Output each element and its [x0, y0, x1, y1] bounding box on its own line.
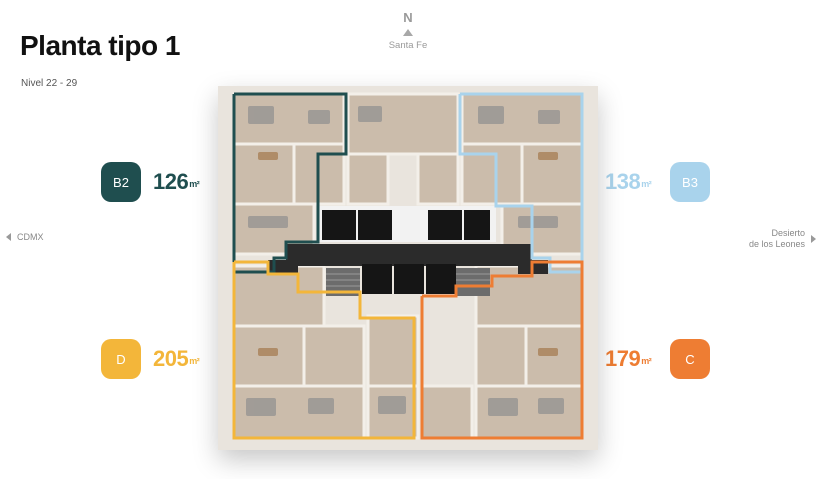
unit-d-badge[interactable]: D: [101, 339, 141, 379]
floor-plan-drawing: [218, 86, 598, 450]
floor-plan: [218, 86, 598, 450]
unit-b3-area: 138m²: [605, 169, 652, 194]
west-orientation: CDMX: [6, 232, 44, 242]
arrow-left-icon: [6, 233, 11, 241]
east-direction-label: Desierto de los Leones: [748, 228, 805, 250]
level-range: Nivel 22 - 29: [21, 78, 78, 89]
unit-b3-badge[interactable]: B3: [670, 162, 710, 202]
compass: N Santa Fe: [378, 10, 438, 51]
unit-d-outline: [232, 260, 416, 440]
arrow-right-icon: [811, 235, 816, 244]
unit-b2-outline: [232, 92, 348, 274]
unit-b3-outline: [458, 92, 584, 274]
north-direction-label: Santa Fe: [388, 40, 428, 51]
unit-d-area: 205m²: [153, 346, 200, 371]
unit-b2-area: 126m²: [153, 169, 200, 194]
unit-b2-badge[interactable]: B2: [101, 162, 141, 202]
east-orientation: Desierto de los Leones: [749, 228, 816, 251]
north-arrow-icon: [403, 29, 413, 36]
unit-c-area: 179m²: [605, 346, 652, 371]
page-title: Planta tipo 1: [20, 30, 180, 61]
unit-c-badge[interactable]: C: [670, 339, 710, 379]
north-label: N: [403, 10, 413, 25]
unit-c-outline: [420, 260, 584, 440]
west-direction-label: CDMX: [17, 232, 44, 242]
